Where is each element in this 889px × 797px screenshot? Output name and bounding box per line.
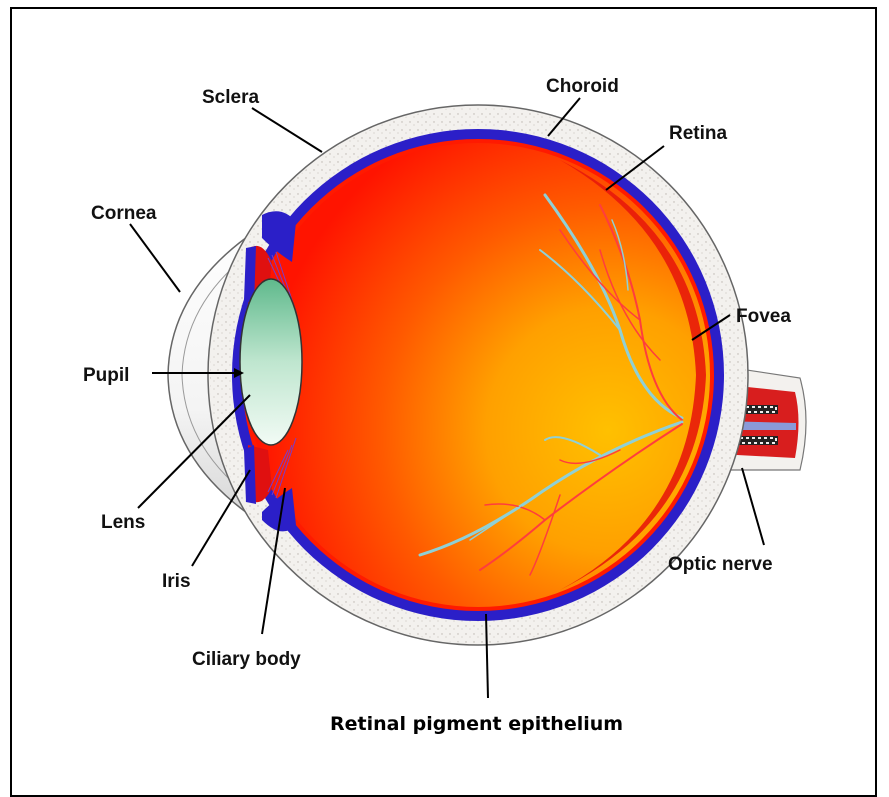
label-retina: Retina	[669, 123, 728, 144]
lens-shape	[240, 279, 302, 445]
label-retinal-pigment-epithelium: Retinal pigment epithelium	[330, 713, 623, 735]
label-fovea: Fovea	[736, 306, 791, 327]
label-optic-nerve: Optic nerve	[668, 554, 773, 575]
label-lens: Lens	[101, 512, 145, 533]
label-pupil: Pupil	[83, 365, 129, 386]
label-ciliary-body: Ciliary body	[192, 649, 301, 670]
label-sclera: Sclera	[202, 87, 259, 108]
label-iris: Iris	[162, 571, 191, 592]
label-cornea: Cornea	[91, 203, 157, 224]
label-choroid: Choroid	[546, 76, 619, 97]
